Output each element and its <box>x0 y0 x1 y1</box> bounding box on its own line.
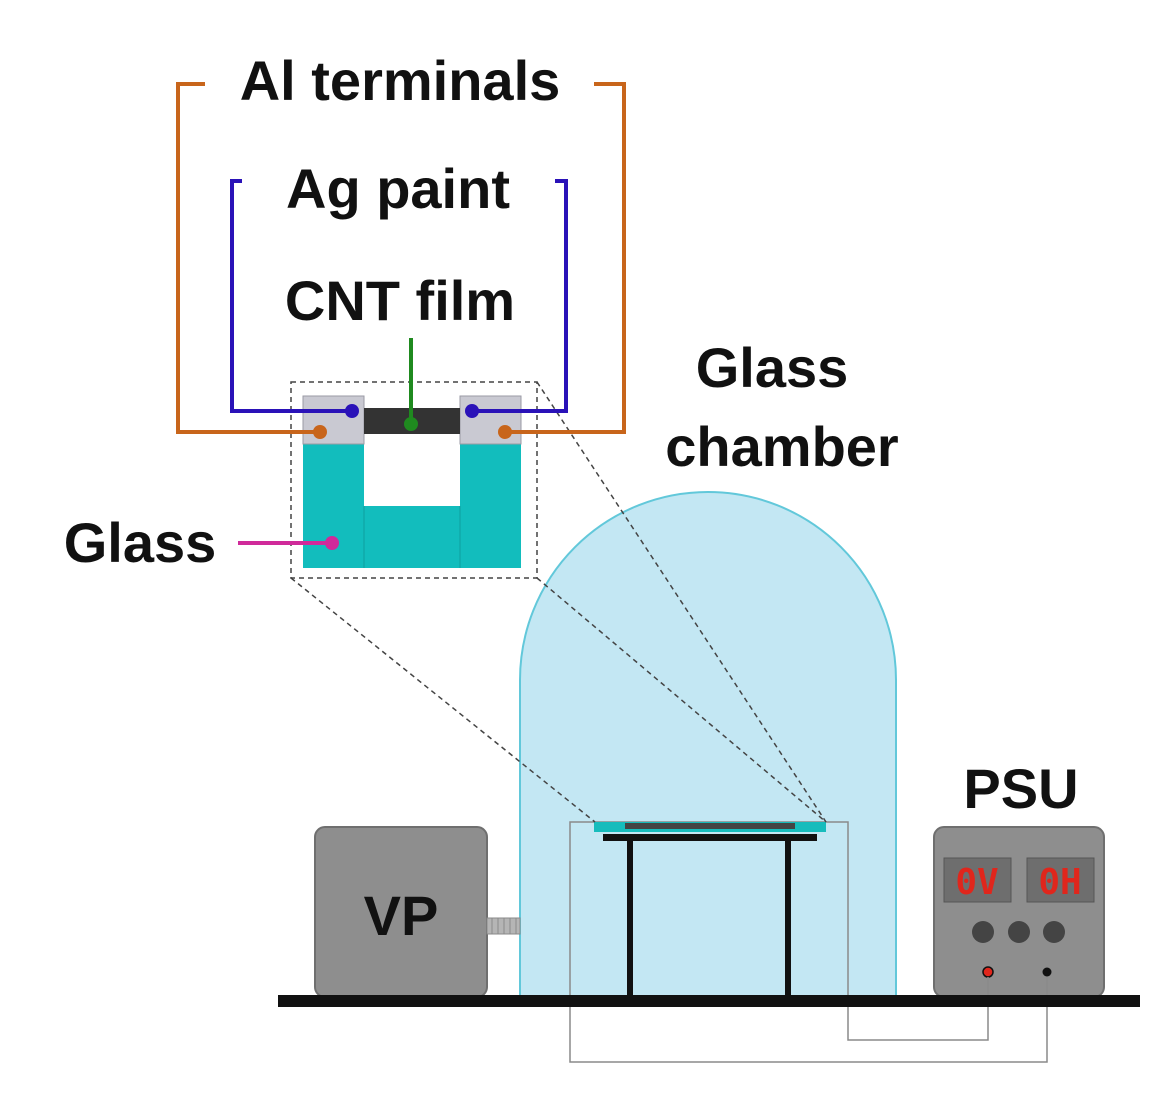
psu-terminal-negative <box>1042 967 1052 977</box>
cnt-film-label: CNT film <box>285 269 515 332</box>
cnt-film-pointer-dot <box>404 417 418 431</box>
psu-knob-1 <box>972 921 994 943</box>
al-terminals-label: Al terminals <box>240 49 561 112</box>
psu-display-right-text: 0H <box>1038 862 1081 903</box>
stage-leg-left <box>627 840 633 998</box>
psu-knob-2 <box>1008 921 1030 943</box>
contact-pad-right <box>459 395 522 445</box>
psu-display-left <box>943 857 1012 903</box>
contact-pad-left <box>302 395 365 445</box>
stage-leg-right <box>785 840 791 998</box>
al-terminal-dot-left <box>313 425 327 439</box>
psu-display-right <box>1026 857 1095 903</box>
wire-negative <box>569 977 1048 1063</box>
glass-chamber <box>519 491 897 999</box>
ag-paint-dot-left <box>345 404 359 418</box>
glass-label: Glass <box>64 511 217 574</box>
vp-label: VP <box>364 884 439 947</box>
psu-knob-3 <box>1043 921 1065 943</box>
al-terminal-wire <box>176 82 626 434</box>
stage-top-film <box>625 823 795 829</box>
glass-pointer-dot <box>325 536 339 550</box>
wire-positive <box>847 977 989 1041</box>
stage-tabletop <box>603 834 817 841</box>
zoom-lines <box>290 381 827 823</box>
glass-substrate-right <box>460 444 521 568</box>
psu-label: PSU <box>963 757 1078 820</box>
glass-chamber-label-line2: chamber <box>665 415 898 478</box>
ag-paint-wire <box>230 179 568 413</box>
ag-paint-dot-right <box>465 404 479 418</box>
psu-display-left-text: 0V <box>955 862 998 903</box>
ag-paint-label: Ag paint <box>286 157 510 220</box>
glass-chamber-label-line1: Glass <box>696 336 849 399</box>
al-terminal-dot-right <box>498 425 512 439</box>
psu-box <box>933 826 1105 998</box>
bench-line <box>278 995 1140 1007</box>
psu-terminal-positive <box>982 966 994 978</box>
